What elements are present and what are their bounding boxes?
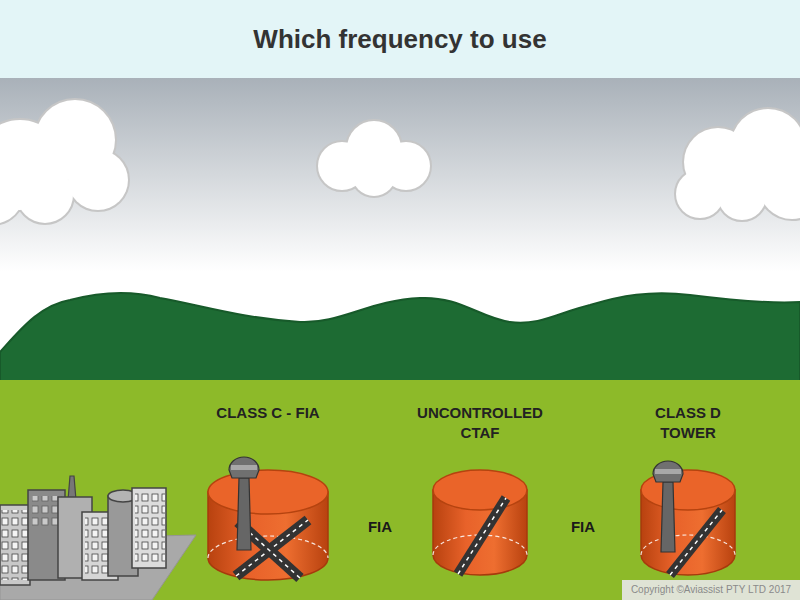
cloud [676, 109, 800, 220]
cylinder-top [208, 470, 328, 514]
airspace-label-group: CLASS C - FIA [188, 403, 348, 423]
cylinder-top [433, 470, 527, 510]
cloud [318, 121, 430, 196]
airspace-label: UNCONTROLLED CTAF [405, 403, 555, 443]
cloud-puff [17, 167, 73, 223]
control-tower [229, 457, 259, 550]
cloud-puff [676, 170, 724, 218]
airspace-label: CLASS C - FIA [188, 403, 348, 423]
runway-centerline [236, 520, 308, 576]
cylinder-outline [188, 400, 348, 590]
cloud-puff [759, 153, 800, 219]
tower-stalk [237, 478, 251, 550]
runway [236, 520, 308, 576]
building-windows [0, 510, 30, 580]
city [0, 476, 196, 600]
cylinder-hidden-edge [433, 535, 527, 555]
cloud-puff [352, 152, 396, 196]
runway [458, 498, 506, 574]
runway-centerline [670, 510, 722, 575]
title-band [0, 0, 800, 78]
runway [670, 510, 722, 575]
hills [0, 293, 800, 392]
tower-windows [655, 469, 681, 474]
cloud-puff [68, 150, 128, 210]
grass-field [0, 380, 800, 600]
tower-cab [653, 461, 683, 482]
airspace-between-label: FIA [340, 517, 420, 537]
diagram-title: Which frequency to use [0, 22, 800, 56]
runway-centerline [238, 522, 300, 578]
building [132, 488, 166, 568]
cloud-puff [0, 160, 24, 224]
airspace-label: CLASS D TOWER [638, 403, 738, 443]
building-windows [135, 492, 165, 564]
airspace-cylinder: UNCONTROLLED CTAF [400, 400, 560, 590]
runway [238, 522, 300, 578]
cloud-puff [718, 172, 766, 220]
cylinder-hidden-edge [208, 536, 328, 558]
airspace-between-label: FIA [543, 517, 623, 537]
cloud [0, 100, 128, 224]
cloud-puff [676, 170, 724, 218]
cloud-puff [352, 152, 396, 196]
building [0, 505, 30, 585]
cylinder-hidden-edge [641, 535, 735, 555]
airspace-cylinder: CLASS D TOWER [608, 400, 768, 590]
cloud-puff [68, 150, 128, 210]
tower-windows [231, 465, 257, 470]
airspace-label-group: CLASS D TOWER [638, 403, 738, 443]
copyright-notice: Copyright ©Aviassist PTY LTD 2017 [622, 580, 800, 600]
runways [236, 498, 722, 578]
runway-centerline [458, 498, 506, 574]
control-tower [653, 461, 683, 552]
tower-cab [229, 457, 259, 478]
cloud-puff [718, 172, 766, 220]
cylinder-top [641, 470, 735, 510]
airspace-label-group: UNCONTROLLED CTAF [405, 403, 555, 443]
cloud-puff [17, 167, 73, 223]
tower-stalk [661, 482, 675, 552]
airspace-cylinder: CLASS C - FIA [188, 400, 348, 590]
